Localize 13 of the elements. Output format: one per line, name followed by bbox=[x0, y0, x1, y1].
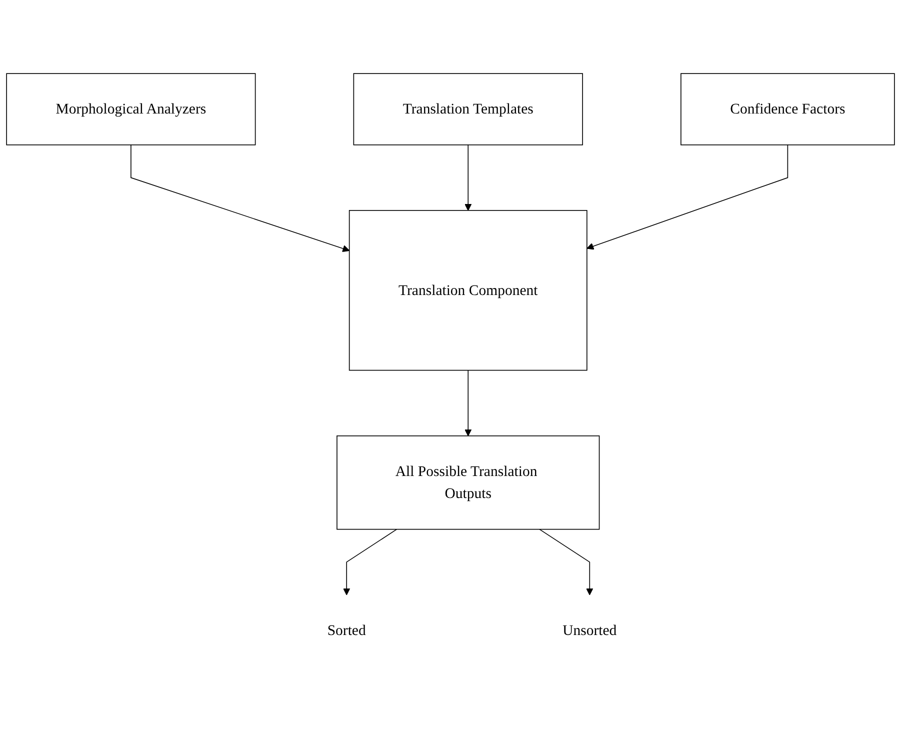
arrow bbox=[464, 144, 472, 211]
arrow bbox=[343, 529, 398, 596]
node-text: Unsorted bbox=[562, 622, 617, 638]
arrow bbox=[130, 144, 350, 252]
node-box: Translation Templates bbox=[353, 73, 583, 146]
node-box: Morphological Analyzers bbox=[6, 73, 256, 146]
node-text: Sorted bbox=[327, 622, 366, 638]
node-box: Translation Component bbox=[348, 210, 588, 371]
arrow bbox=[586, 144, 788, 250]
arrow bbox=[539, 529, 594, 596]
node-box: All Possible Translation Outputs bbox=[336, 436, 600, 530]
node-box: Confidence Factors bbox=[680, 73, 895, 146]
arrow bbox=[464, 370, 472, 436]
